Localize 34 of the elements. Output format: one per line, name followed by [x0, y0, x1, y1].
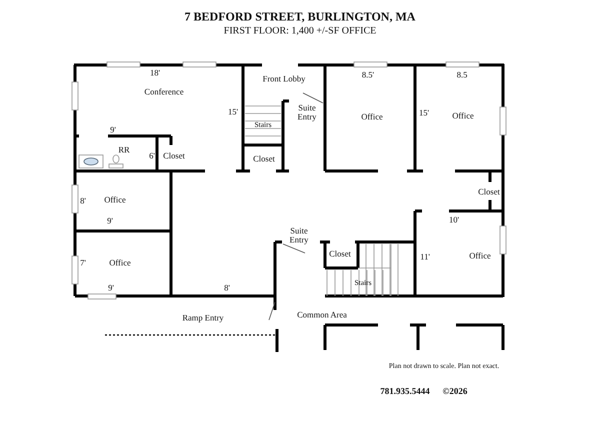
- room-label: Office: [452, 111, 474, 121]
- dimension-label: 8': [224, 283, 230, 293]
- subtitle: FIRST FLOOR: 1,400 +/-SF OFFICE: [224, 26, 376, 36]
- room-label: Office: [361, 112, 383, 122]
- copyright-notice: ©2026: [442, 387, 468, 397]
- room-label: Office: [109, 258, 131, 268]
- dimension-label: 15': [418, 108, 430, 118]
- dimension-label: 9': [107, 216, 113, 226]
- room-label: Closet: [329, 249, 351, 259]
- dimension-label: 11': [420, 252, 430, 262]
- room-label: Suite Entry: [296, 104, 318, 122]
- room-label: RR: [118, 145, 130, 155]
- room-label: Closet: [253, 154, 275, 164]
- dimension-label: 6': [149, 151, 155, 161]
- room-label: Office: [469, 251, 491, 261]
- room-label: Closet: [478, 187, 500, 197]
- dimension-label: 15': [228, 107, 238, 117]
- dimension-label: 7': [80, 258, 86, 268]
- room-label: Front Lobby: [262, 74, 306, 84]
- room-label: Conference: [144, 87, 184, 97]
- dimension-label: 18': [150, 68, 160, 78]
- dimension-label: 9': [108, 283, 114, 293]
- title: 7 BEDFORD STREET, BURLINGTON, MA: [184, 10, 416, 24]
- room-label: Closet: [163, 151, 185, 161]
- dimension-label: 10': [448, 215, 460, 225]
- dimension-label: 9': [110, 125, 116, 135]
- phone-number: 781.935.5444: [380, 387, 430, 397]
- dimension-label: 8.5: [456, 70, 468, 80]
- room-label: Suite Entry: [288, 226, 310, 246]
- room-label: Ramp Entry: [182, 313, 224, 323]
- room-label: Office: [104, 195, 126, 205]
- dimension-label: 8.5': [362, 70, 374, 80]
- room-label: Common Area: [297, 310, 347, 320]
- dimension-label: 8': [80, 196, 86, 206]
